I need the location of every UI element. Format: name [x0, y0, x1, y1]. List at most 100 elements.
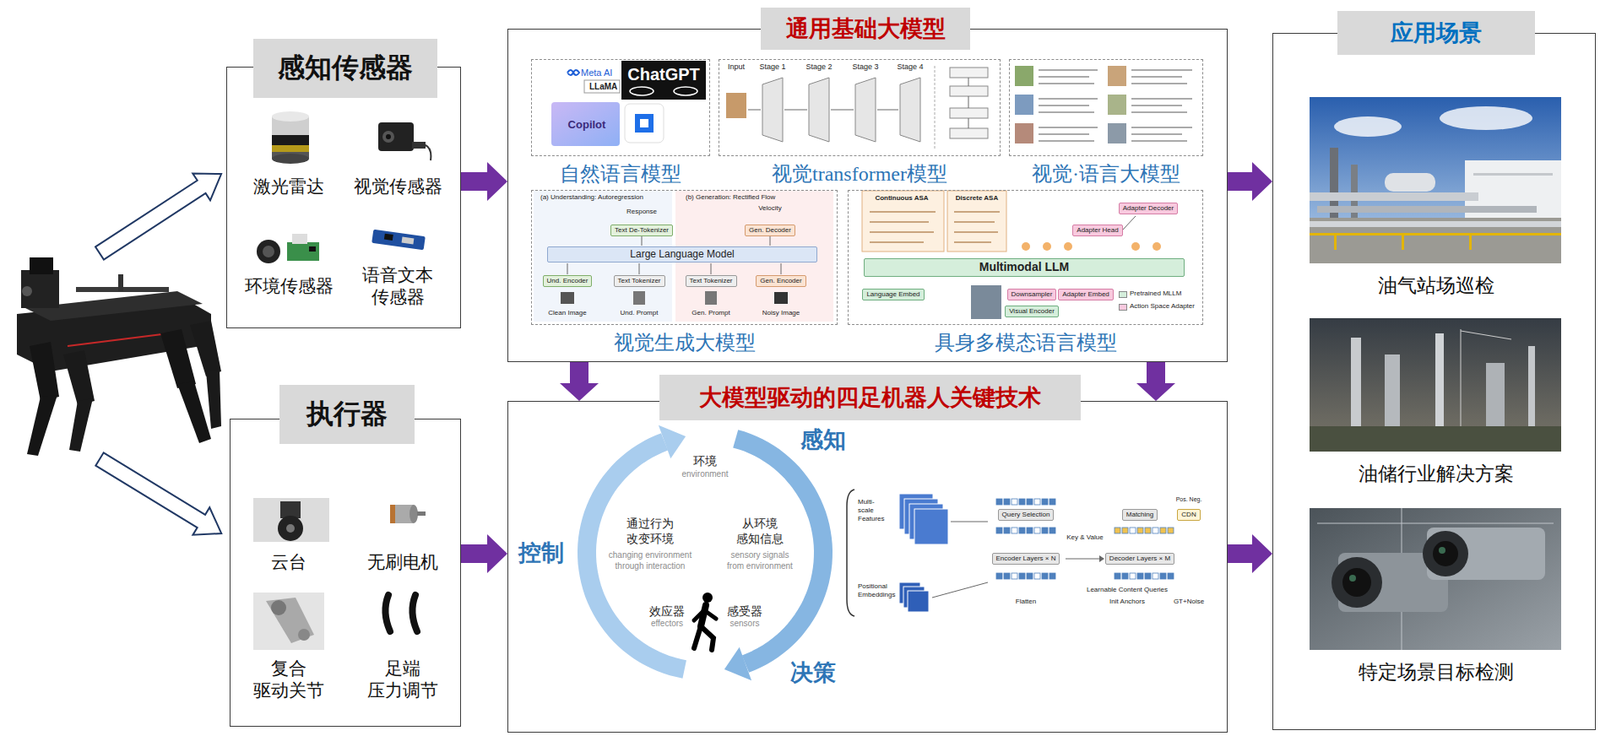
cycle-arrowhead — [724, 647, 752, 682]
figure-box-text: Encoder Layers × N — [992, 553, 1061, 565]
label-text: Learnable Content Queries — [1086, 585, 1168, 595]
figure-box-text: Downsampler — [1007, 288, 1058, 301]
label-text: Stage 2 — [805, 62, 832, 72]
label-text: 决策 — [790, 659, 836, 689]
label-text: Key & Value — [1066, 533, 1103, 543]
legend-text: Action Space Adapter — [1129, 302, 1195, 311]
group-title: 感知传感器 — [277, 49, 413, 87]
token-square — [1041, 498, 1048, 505]
label-text: (b) Generation: Rectified Flow — [685, 193, 776, 202]
figure-box-text: Adapter Decoder — [1118, 202, 1178, 215]
label-text: 语音文本 传感器 — [362, 264, 434, 310]
label-text: sensors — [729, 618, 760, 630]
scene-photo: 油气站场巡检 — [1310, 97, 1563, 265]
joint-icon — [253, 592, 325, 651]
figure-box-text: Text De-Tokenizer — [610, 224, 673, 237]
token-square — [1137, 573, 1144, 580]
figure-box-text: Und. Encoder — [542, 275, 593, 288]
token-square — [1122, 573, 1129, 580]
panel-caption: 视觉生成大模型 — [613, 329, 756, 357]
scene-photo: 油储行业解决方案 — [1310, 319, 1563, 453]
person-icon — [694, 592, 716, 651]
label-text: effectors — [650, 618, 684, 630]
token-square — [1122, 527, 1129, 534]
figure-box-text: CDN — [1176, 509, 1200, 521]
panel-caption: 视觉·语言大模型 — [1031, 160, 1181, 188]
figure-box-text: Text Tokenizer — [685, 275, 738, 288]
label-text: Noisy Image — [762, 309, 800, 318]
header-patch: 执行器 — [279, 385, 415, 445]
figure-box-text: Language Embed — [862, 288, 924, 301]
label-text: 控制 — [518, 539, 565, 569]
flow-arrow — [1136, 362, 1176, 402]
legend-swatch — [1118, 291, 1128, 299]
foot-icon — [385, 595, 418, 632]
label-text: 激光雷达 — [253, 175, 325, 198]
flow-arrow — [461, 162, 508, 201]
vlm-figure — [1014, 65, 1193, 144]
token-square — [1144, 573, 1151, 580]
figure-box-text: Text Tokenizer — [613, 275, 666, 288]
token-square — [1019, 527, 1026, 534]
vit-figure — [726, 65, 988, 151]
label-text: 通过行为 改变环境 — [626, 516, 674, 547]
camera-photo — [1309, 508, 1562, 651]
token-square — [1026, 573, 1033, 580]
token-square — [1034, 573, 1041, 580]
token-square — [1041, 573, 1048, 580]
label-text: Multi-scale Features — [857, 498, 885, 524]
label-text: LLaMA — [589, 81, 618, 93]
figure-box-text: Gen. Encoder — [755, 275, 806, 288]
camera-icon — [378, 122, 431, 161]
flow-arrow — [1227, 162, 1273, 201]
label-text: Input — [727, 62, 745, 72]
flow-arrow — [1227, 534, 1273, 574]
label-text: (a) Understanding: Autoregression — [540, 193, 644, 202]
label-text: 云台 — [271, 551, 307, 574]
panel-caption: 视觉transformer模型 — [771, 160, 948, 188]
voice-board-icon — [371, 229, 426, 250]
photo-caption: 特定场景目标检测 — [1358, 659, 1514, 686]
token-square — [1034, 527, 1041, 534]
token-square — [1034, 498, 1041, 505]
label-text: GT+Noise — [1173, 597, 1205, 607]
label-text: Continuous ASA — [874, 194, 928, 203]
token-square — [1011, 527, 1018, 534]
token-square — [1114, 527, 1121, 534]
label-text: 环境 — [693, 454, 717, 470]
header-patch: 应用场景 — [1337, 10, 1535, 55]
group-title: 应用场景 — [1390, 17, 1482, 49]
label-text: Init Anchors — [1109, 597, 1145, 607]
label-text: Gen. Prompt — [691, 309, 730, 318]
label-text: 效应器 — [649, 604, 685, 620]
label-text: environment — [681, 469, 728, 481]
generation-figure — [533, 190, 834, 322]
token-square — [1003, 527, 1010, 534]
token-square — [1049, 527, 1056, 534]
label-text: Clean Image — [547, 309, 586, 318]
token-square — [1167, 573, 1174, 580]
label-text: Pos. Neg. — [1176, 496, 1203, 505]
token-square — [996, 498, 1003, 505]
token-square — [1011, 498, 1018, 505]
token-square — [1049, 573, 1056, 580]
figure-box-text: Visual Encoder — [1004, 305, 1059, 318]
header-patch: 感知传感器 — [253, 38, 438, 98]
token-square — [1137, 527, 1144, 534]
photo-caption: 油储行业解决方案 — [1358, 461, 1514, 488]
label-text: Stage 4 — [896, 62, 923, 72]
hollow-arrow — [91, 160, 231, 267]
legend-text: Pretrained MLLM — [1129, 289, 1182, 299]
flow-arrow — [461, 534, 508, 574]
figure-box-text: Decoder Layers × M — [1105, 553, 1175, 565]
token-square — [1167, 527, 1174, 534]
token-square — [996, 573, 1003, 580]
group-title: 执行器 — [306, 395, 388, 434]
network-figure — [899, 493, 1105, 613]
label-text: 环境传感器 — [244, 275, 334, 298]
figure-box-text: Adapter Head — [1072, 224, 1123, 237]
embodied-figure — [862, 190, 1161, 320]
